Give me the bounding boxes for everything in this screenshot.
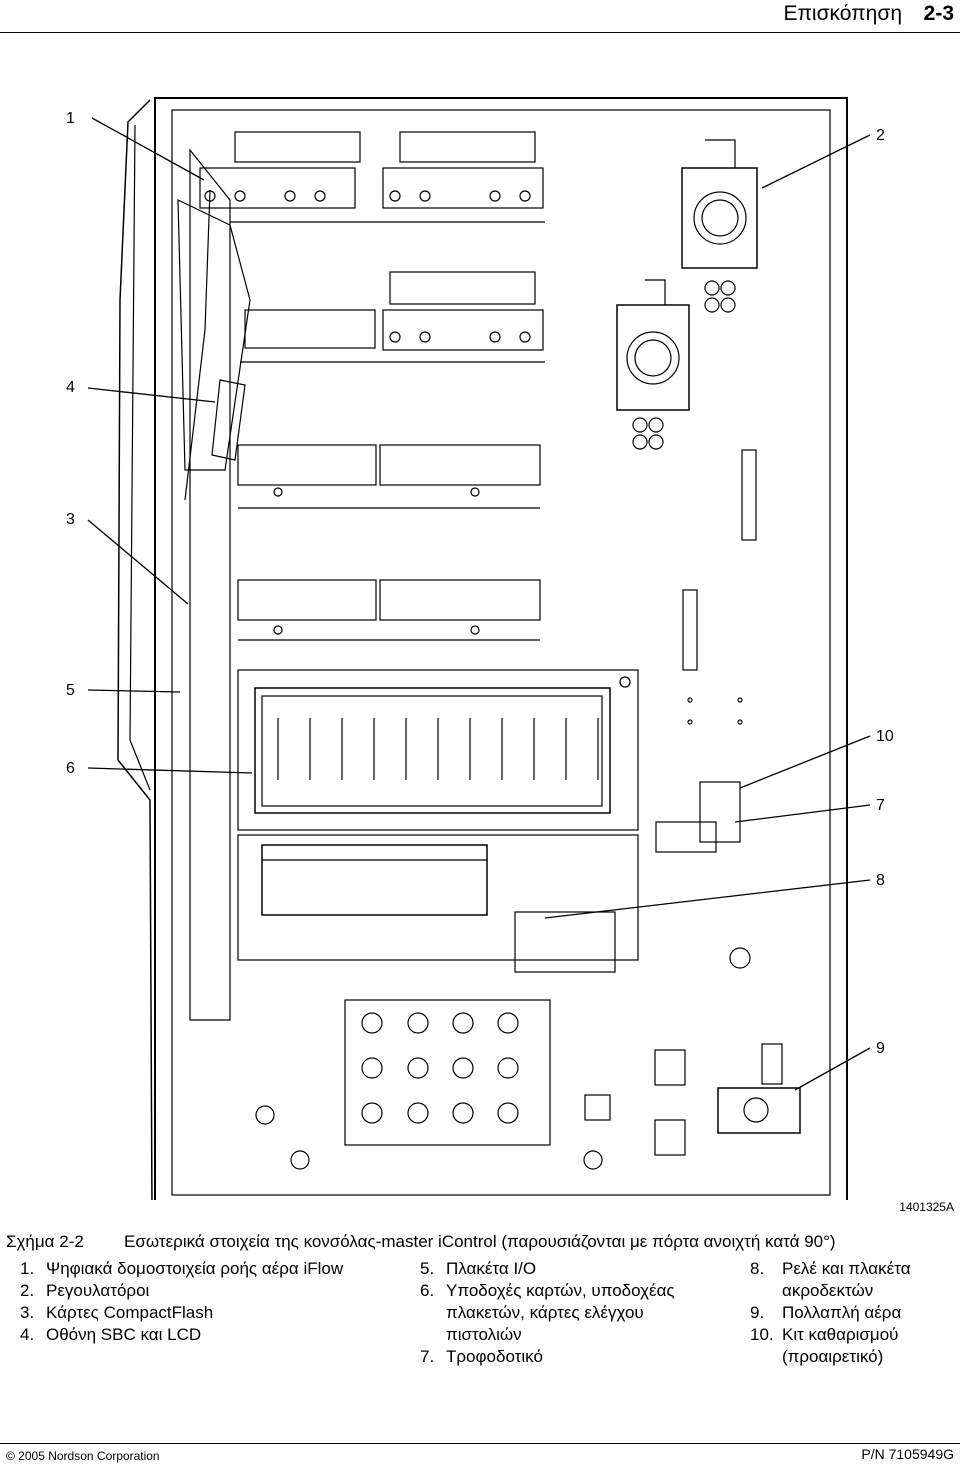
callout-7: 7 [876, 797, 885, 814]
card-cage [254, 687, 611, 814]
console-diagram: 1 2 3 4 5 6 7 8 9 10 [66, 97, 894, 1200]
legend-column-2: 5.Πλακέτα I/O 6.Υποδοχές καρτών, υποδοχέ… [420, 1258, 696, 1368]
callout-8: 8 [876, 872, 885, 889]
iflow-module-top-left [199, 131, 361, 209]
relay-board [514, 781, 741, 973]
section-title: Επισκόπηση [783, 2, 902, 25]
copyright: © 2005 Nordson Corporation [6, 1449, 160, 1463]
power-supply [261, 844, 488, 916]
page-number: 2-3 [923, 2, 954, 25]
callout-10: 10 [876, 728, 894, 745]
header-rule [0, 32, 960, 33]
figure-code: 1401325A [899, 1200, 954, 1214]
legend-item: 4.Οθόνη SBC και LCD [20, 1325, 202, 1344]
figure-label: Σχήμα 2-2 [6, 1232, 84, 1251]
callout-4: 4 [66, 379, 75, 396]
callout-3: 3 [66, 511, 75, 528]
legend-item: 7.Τροφοδοτικό [420, 1347, 543, 1366]
legend-item: 10.Κιτ καθαρισμού (προαιρετικό) [750, 1325, 899, 1366]
leader-lines [87, 117, 871, 1091]
air-manifold [717, 1043, 801, 1134]
iflow-module-top-right [382, 131, 544, 209]
legend-item: 9.Πολλαπλή αέρα [750, 1303, 902, 1322]
callout-1: 1 [66, 110, 75, 127]
regulator-upper [681, 139, 758, 313]
regulator-lower [616, 279, 690, 450]
legend-item: 6.Υποδοχές καρτών, υποδοχέας πλακετών, κ… [420, 1281, 675, 1344]
legend-item: 3.Κάρτες CompactFlash [20, 1303, 214, 1322]
callout-5: 5 [66, 682, 75, 699]
legend-column-3: 8.Ρελέ και πλακέτα ακροδεκτών 9.Πολλαπλή… [750, 1258, 952, 1368]
legend-item: 2.Ρεγουλατόροι [20, 1281, 150, 1300]
legend-item: 8.Ρελέ και πλακέτα ακροδεκτών [750, 1259, 911, 1300]
legend-item: 1.Ψηφιακά δομοστοιχεία ροής αέρα iFlow [20, 1259, 344, 1278]
callout-6: 6 [66, 760, 75, 777]
figure-caption: Εσωτερικά στοιχεία της κονσόλας-master i… [124, 1232, 836, 1251]
callout-9: 9 [876, 1040, 885, 1057]
part-number: P/N 7105949G [861, 1446, 954, 1462]
legend-item: 5.Πλακέτα I/O [420, 1259, 537, 1278]
footer-rule [0, 1443, 960, 1444]
callout-2: 2 [876, 127, 885, 144]
legend-column-1: 1.Ψηφιακά δομοστοιχεία ροής αέρα iFlow 2… [20, 1258, 386, 1346]
iflow-module-second [382, 271, 544, 351]
